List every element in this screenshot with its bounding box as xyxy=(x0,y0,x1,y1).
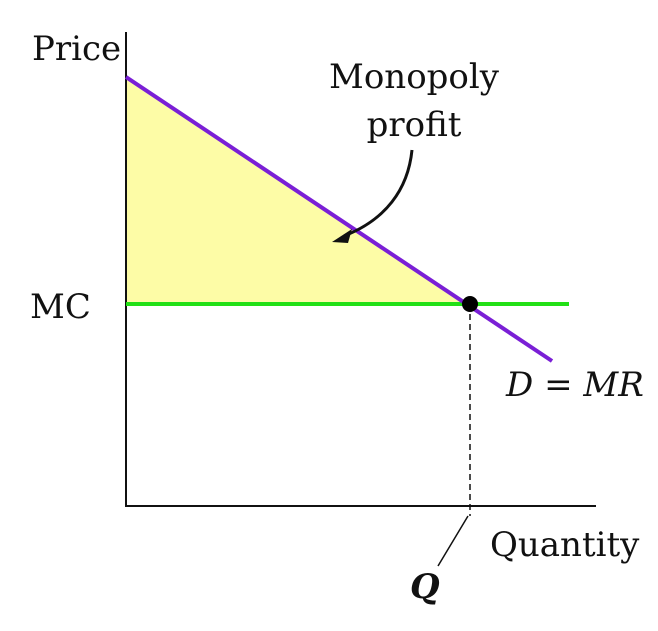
equilibrium-point xyxy=(462,296,478,312)
annotation-arrowhead xyxy=(332,229,352,243)
x-axis-label: Quantity xyxy=(490,525,640,565)
demand-mr-tspan: MR xyxy=(582,365,643,405)
annotation-line-1: Monopoly xyxy=(329,57,500,97)
demand-mr-line xyxy=(124,75,554,363)
annotation-arrow xyxy=(343,149,414,238)
q-label: Q xyxy=(410,567,440,607)
mc-label: MC xyxy=(30,287,91,327)
demand-d-label: D xyxy=(505,365,533,405)
annotation-line-2: profit xyxy=(367,105,462,145)
y-axis-label: Price xyxy=(32,29,121,69)
demand-mr-label: D = MR xyxy=(505,365,644,405)
q-leader-line xyxy=(437,515,469,567)
demand-equals: = xyxy=(533,365,583,405)
